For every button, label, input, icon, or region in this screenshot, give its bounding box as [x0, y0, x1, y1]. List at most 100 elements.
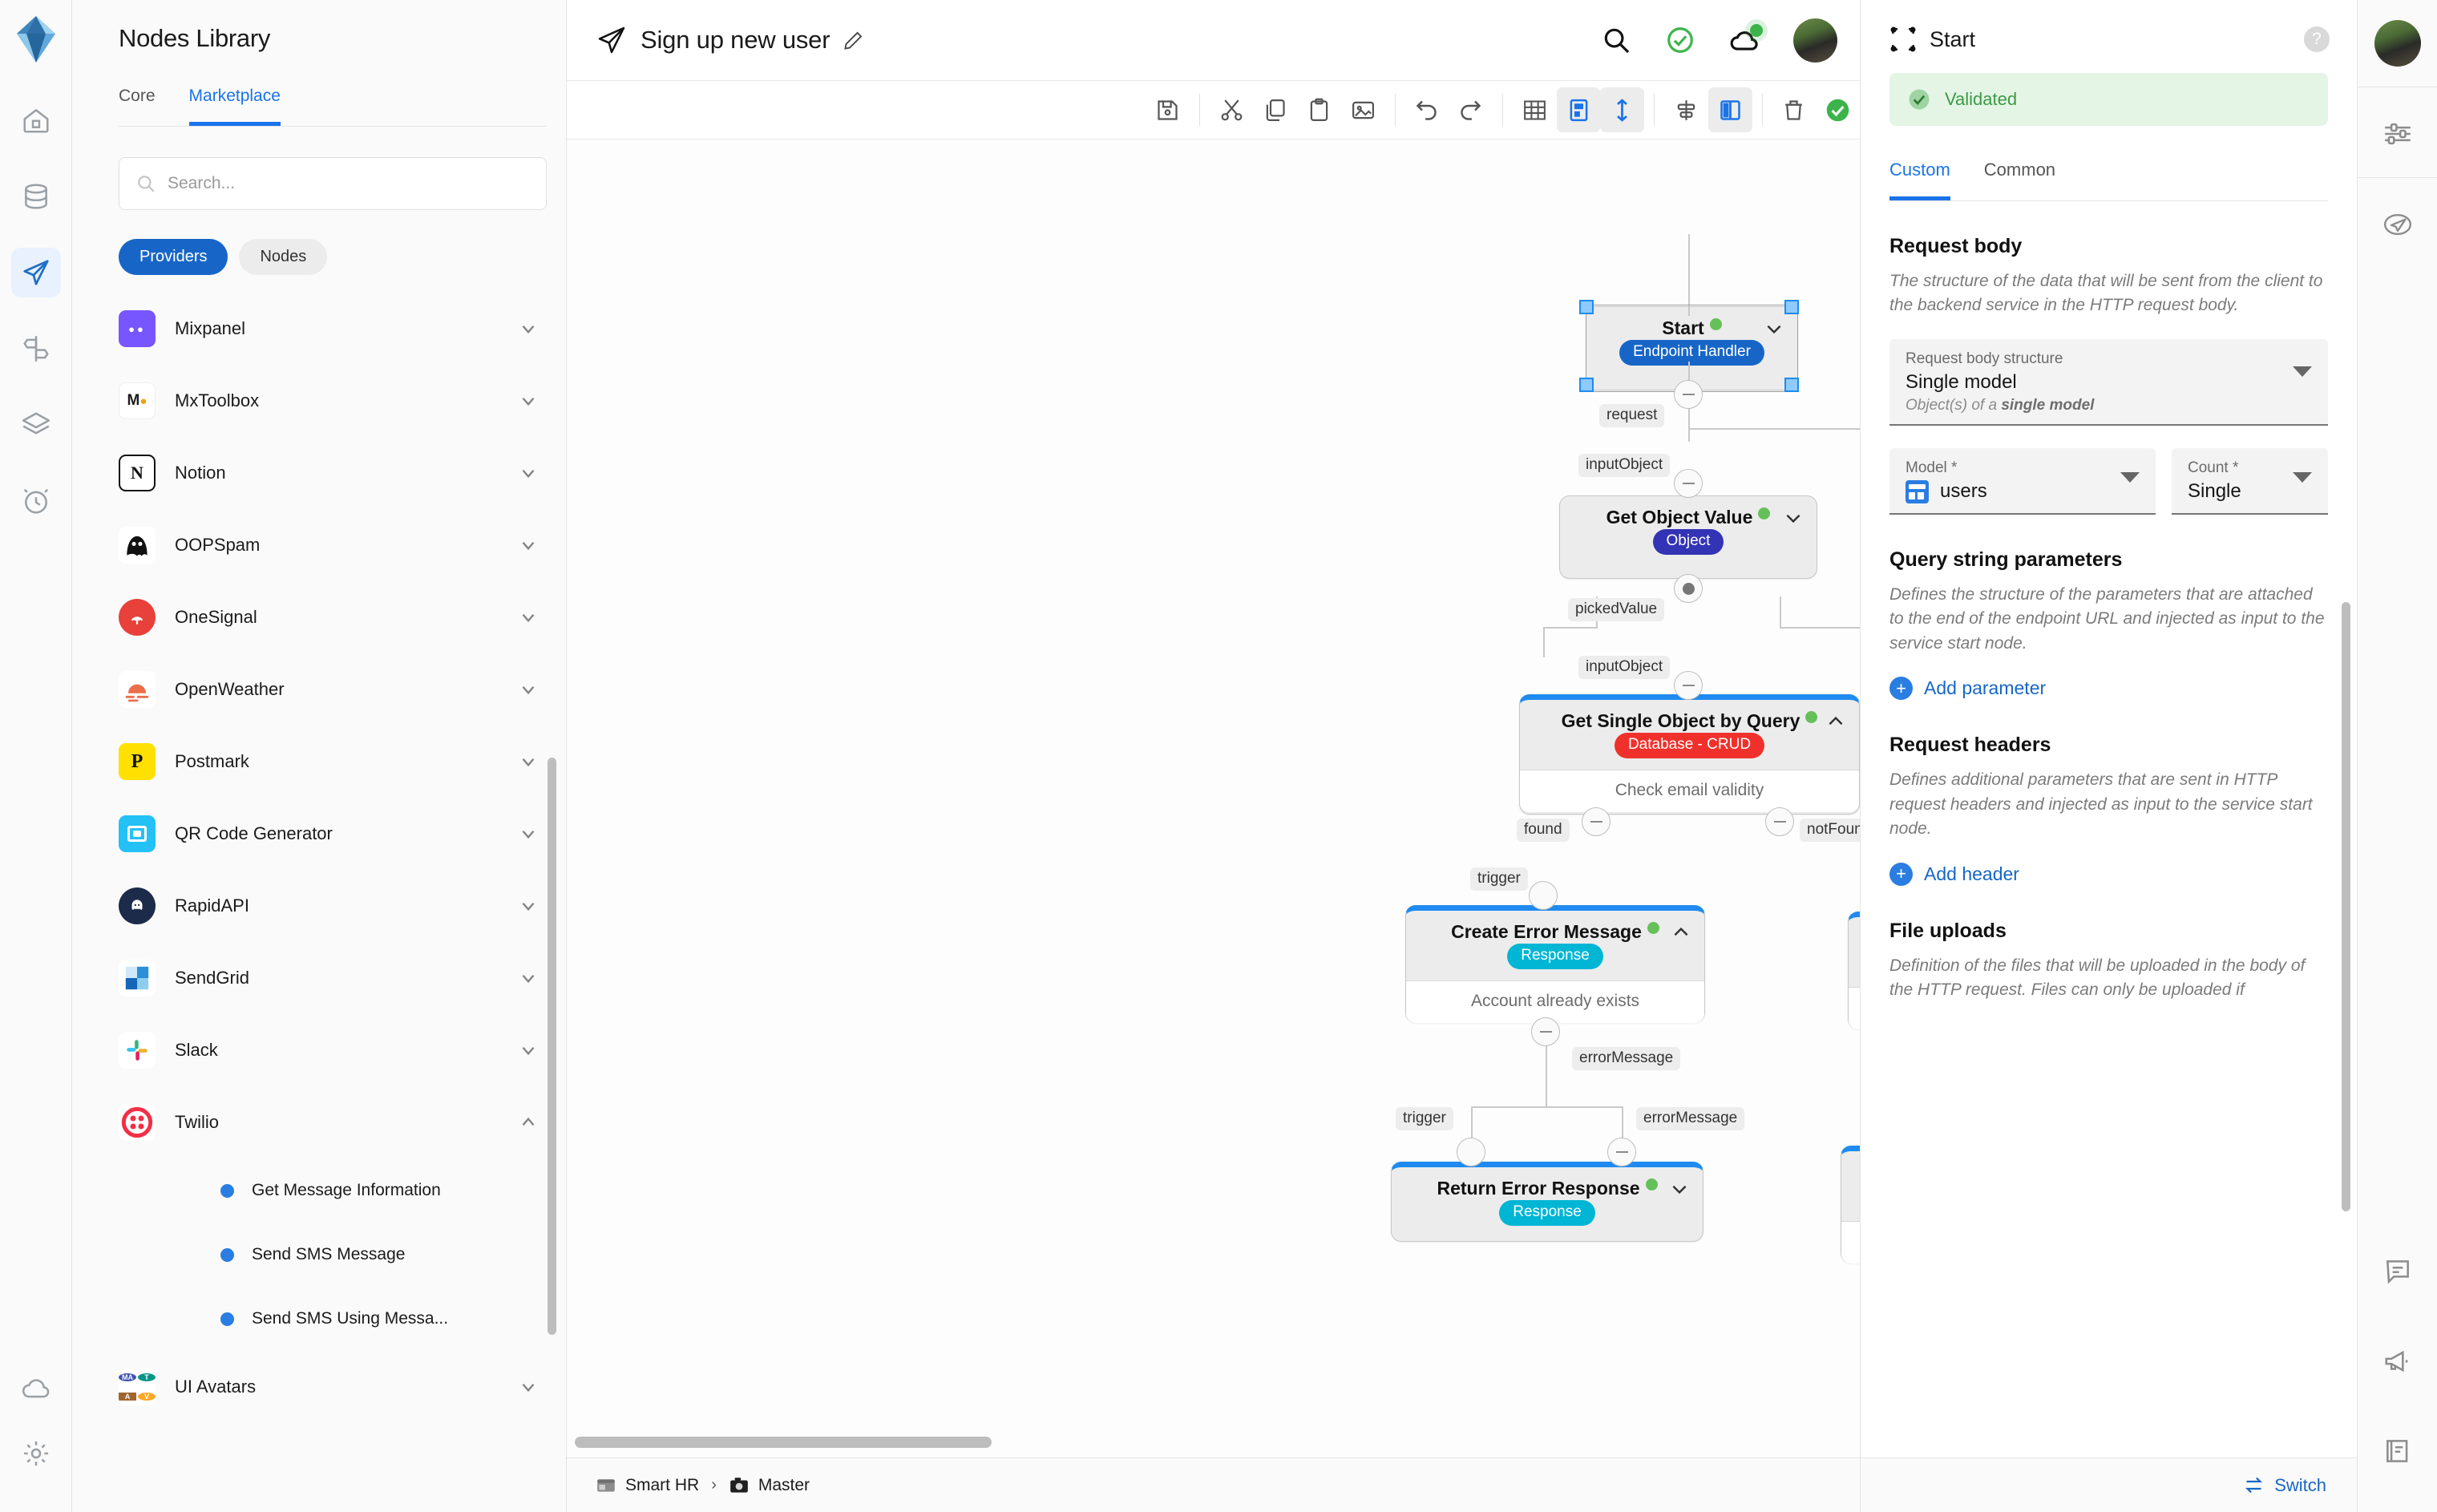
align-center-icon[interactable]: [1664, 87, 1708, 132]
chevron-up-icon[interactable]: [518, 1112, 539, 1133]
sidebar-item-services[interactable]: [10, 248, 61, 297]
provider-mixpanel[interactable]: ●● Mixpanel: [72, 293, 566, 365]
port-found[interactable]: [1582, 807, 1611, 836]
chevron-down-icon[interactable]: [518, 823, 539, 844]
chevron-down-icon[interactable]: [2293, 471, 2312, 483]
node-item-get-message-information[interactable]: Get Message Information: [72, 1158, 566, 1223]
chip-providers[interactable]: Providers: [119, 239, 228, 275]
chevron-down-icon[interactable]: [518, 318, 539, 339]
chevron-down-icon[interactable]: [518, 607, 539, 628]
search-box[interactable]: [119, 157, 547, 210]
copy-icon[interactable]: [1253, 87, 1297, 132]
canvas-node-create-single-object[interactable]: Create Single Object Database - CRUD Cre…: [1848, 912, 1860, 1029]
book-icon[interactable]: [2372, 1425, 2423, 1477]
node-item-send-sms-message[interactable]: Send SMS Message: [72, 1223, 566, 1287]
provider-notion[interactable]: N Notion: [72, 437, 566, 509]
search-input[interactable]: [168, 174, 530, 193]
save-icon[interactable]: [1146, 87, 1190, 132]
breadcrumb-project[interactable]: Smart HR: [625, 1475, 700, 1494]
split-columns-icon[interactable]: [1708, 87, 1752, 132]
provider-rapidapi[interactable]: RapidAPI: [72, 870, 566, 942]
cloud-status-icon[interactable]: [1729, 24, 1763, 55]
chevron-down-icon[interactable]: [518, 535, 539, 556]
chevron-down-icon[interactable]: [518, 1377, 539, 1397]
chevron-down-icon[interactable]: [1764, 318, 1784, 339]
chevron-down-icon[interactable]: [2293, 366, 2312, 377]
provider-onesignal[interactable]: OneSignal: [72, 581, 566, 653]
provider-slack[interactable]: Slack: [72, 1014, 566, 1086]
canvas-node-return-error-response[interactable]: Return Error Response Response: [1391, 1162, 1703, 1242]
chevron-up-icon[interactable]: [1671, 922, 1691, 943]
canvas-node-start[interactable]: Start Endpoint Handler: [1586, 306, 1798, 390]
sidebar-item-routes[interactable]: [11, 324, 61, 374]
chevron-down-icon[interactable]: [518, 1040, 539, 1061]
canvas-node-get-single-object-by-query[interactable]: Get Single Object by Query Database - CR…: [1519, 694, 1860, 815]
selection-handle[interactable]: [1579, 378, 1594, 392]
undo-icon[interactable]: [1405, 87, 1449, 132]
chevron-down-icon[interactable]: [518, 390, 539, 411]
provider-mxtoolbox[interactable]: M● MxToolbox: [72, 365, 566, 437]
sidebar-item-schedules[interactable]: [11, 476, 61, 526]
add-parameter-button[interactable]: + Add parameter: [1889, 677, 2328, 701]
provider-ui-avatars[interactable]: MA T A V UI Avatars: [72, 1351, 566, 1423]
provider-postmark[interactable]: P Postmark: [72, 726, 566, 798]
properties-scrollbar[interactable]: [2342, 602, 2350, 1211]
provider-openweather[interactable]: OpenWeather: [72, 653, 566, 726]
port-returnerror-errormessage[interactable]: [1607, 1138, 1636, 1166]
align-nodes-icon[interactable]: [1556, 87, 1601, 132]
sidebar-item-home[interactable]: [11, 95, 61, 145]
port-errormessage-out[interactable]: [1531, 1017, 1560, 1046]
provider-sendgrid[interactable]: SendGrid: [72, 942, 566, 1014]
workflow-canvas[interactable]: Start Endpoint Handler request inputObje…: [567, 139, 1860, 1457]
port-returnerror-trigger[interactable]: [1457, 1138, 1485, 1166]
port-query-input[interactable]: [1674, 671, 1703, 700]
chevron-down-icon[interactable]: [518, 751, 539, 772]
help-icon[interactable]: ?: [2304, 26, 2330, 52]
comment-icon[interactable]: [2372, 1246, 2423, 1297]
gear-icon[interactable]: [11, 1429, 61, 1478]
port-create-error-trigger[interactable]: [1529, 881, 1558, 910]
chevron-down-icon[interactable]: [1783, 507, 1804, 528]
chip-nodes[interactable]: Nodes: [239, 239, 328, 275]
paste-icon[interactable]: [1297, 87, 1341, 132]
port-notfound[interactable]: [1765, 807, 1794, 836]
search-icon[interactable]: [1601, 25, 1631, 55]
chevron-down-icon[interactable]: [518, 463, 539, 483]
distribute-vertical-icon[interactable]: [1600, 87, 1645, 132]
pencil-icon[interactable]: [843, 30, 864, 51]
node-item-send-sms-using-messaging-service[interactable]: Send SMS Using Messa...: [72, 1287, 566, 1351]
sidebar-item-database[interactable]: [11, 172, 61, 221]
breadcrumb-branch[interactable]: Master: [758, 1475, 810, 1494]
port-pickedvalue[interactable]: [1674, 574, 1703, 603]
model-select[interactable]: Model * users: [1889, 447, 2156, 515]
chevron-down-icon[interactable]: [518, 895, 539, 916]
sidebar-item-layers[interactable]: [11, 400, 61, 450]
cloud-icon[interactable]: [11, 1363, 61, 1413]
check-circle-icon[interactable]: [1665, 25, 1695, 55]
provider-oopspam[interactable]: OOPSpam: [72, 509, 566, 581]
port-start-request[interactable]: [1674, 380, 1703, 409]
tab-marketplace[interactable]: Marketplace: [188, 80, 281, 126]
selection-handle[interactable]: [1784, 378, 1799, 392]
app-logo[interactable]: [15, 14, 57, 68]
request-body-structure-select[interactable]: Request body structure Single model Obje…: [1889, 338, 2328, 426]
sliders-icon[interactable]: [2372, 108, 2423, 160]
chevron-down-icon[interactable]: [518, 679, 539, 700]
canvas-node-submit-message-to-queue[interactable]: Submit Message to Queue Queue Send welco…: [1841, 1146, 1860, 1263]
canvas-node-get-object-value[interactable]: Get Object Value Object: [1559, 495, 1817, 579]
chevron-down-icon[interactable]: [1669, 1178, 1690, 1199]
image-icon[interactable]: [1341, 87, 1385, 132]
selection-handle[interactable]: [1784, 300, 1799, 314]
tab-custom[interactable]: Custom: [1889, 160, 1950, 200]
paper-plane-circle-icon[interactable]: [2372, 199, 2423, 250]
switch-button[interactable]: Switch: [2243, 1474, 2326, 1496]
count-select[interactable]: Count * Single: [2172, 447, 2328, 515]
provider-qr-code-generator[interactable]: QR Code Generator: [72, 798, 566, 870]
library-scrollbar[interactable]: [548, 758, 556, 1335]
chevron-down-icon[interactable]: [518, 968, 539, 988]
avatar[interactable]: [1793, 18, 1837, 63]
add-header-button[interactable]: + Add header: [1889, 862, 2328, 886]
avatar[interactable]: [2372, 18, 2423, 69]
provider-twilio[interactable]: Twilio: [72, 1086, 566, 1158]
validate-icon[interactable]: [1816, 87, 1860, 132]
